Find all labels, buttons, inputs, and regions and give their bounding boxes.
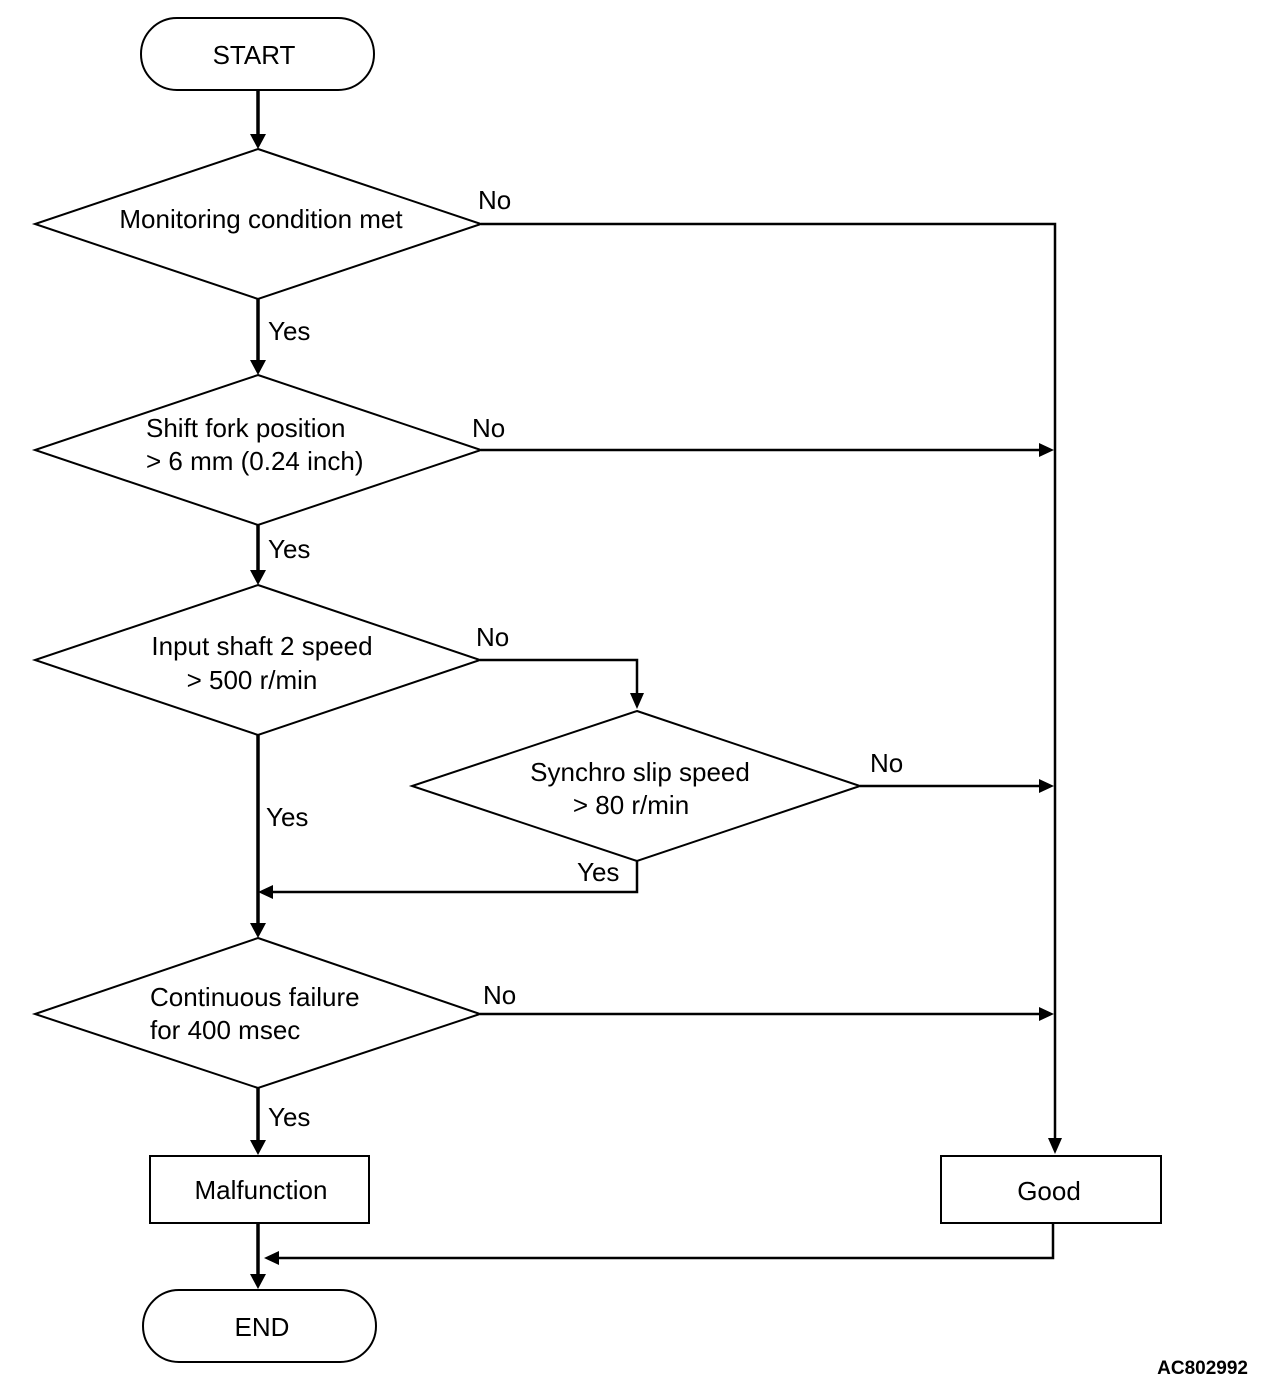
start-terminal [140, 17, 375, 91]
arrowhead [250, 1274, 266, 1289]
edge-label-continuous-no: No [483, 980, 516, 1010]
start-label: START [213, 40, 296, 70]
good-label: Good [1017, 1176, 1081, 1206]
continuous-label-line1: Continuous failure [150, 982, 360, 1012]
edge-label-shift-fork-yes: Yes [268, 534, 310, 564]
edge-label-shift-fork-no: No [472, 413, 505, 443]
edge-label-input-shaft-yes: Yes [266, 802, 308, 832]
end-terminal [142, 1289, 377, 1363]
connector-monitoring-no [481, 222, 1057, 1142]
input-shaft-label-line2: > 500 r/min [187, 665, 318, 695]
monitoring-decision [31, 147, 485, 301]
arrowhead [250, 923, 266, 938]
synchro-decision [408, 709, 864, 863]
arrowhead [1039, 443, 1054, 457]
continuous-decision [31, 936, 484, 1090]
arrowhead [258, 885, 273, 899]
malfunction-box [149, 1155, 370, 1224]
arrowhead [250, 1140, 266, 1155]
arrowhead [1039, 779, 1054, 793]
input-shaft-label-line1: Input shaft 2 speed [151, 631, 372, 661]
edge-label-synchro-no: No [870, 748, 903, 778]
end-label: END [235, 1312, 290, 1342]
malfunction-label: Malfunction [195, 1175, 328, 1205]
input-shaft-decision [31, 583, 484, 737]
connector-good-to-end [276, 1223, 1055, 1260]
connector-synchro-yes [270, 861, 639, 894]
arrowhead [1048, 1138, 1062, 1154]
shift-fork-label-line1: Shift fork position [146, 413, 345, 443]
arrowhead [250, 360, 266, 375]
arrowhead [250, 570, 266, 585]
edge-label-monitoring-yes: Yes [268, 316, 310, 346]
arrowhead [264, 1251, 279, 1265]
edge-label-synchro-yes: Yes [577, 857, 619, 887]
arrowhead [250, 134, 266, 149]
arrowhead [630, 693, 644, 709]
good-box [940, 1155, 1162, 1224]
monitoring-label: Monitoring condition met [119, 204, 403, 234]
figure-id: AC802992 [1157, 1358, 1248, 1379]
arrowhead [1039, 1007, 1054, 1021]
synchro-label-line2: > 80 r/min [573, 790, 689, 820]
synchro-label-line1: Synchro slip speed [530, 757, 750, 787]
shift-fork-label-line2: > 6 mm (0.24 inch) [146, 446, 363, 476]
edge-label-monitoring-no: No [478, 185, 511, 215]
edge-label-input-shaft-no: No [476, 622, 509, 652]
shift-fork-decision [31, 373, 485, 527]
connector-input-shaft-no [480, 658, 639, 697]
edge-label-continuous-yes: Yes [268, 1102, 310, 1132]
continuous-label-line2: for 400 msec [150, 1015, 300, 1045]
